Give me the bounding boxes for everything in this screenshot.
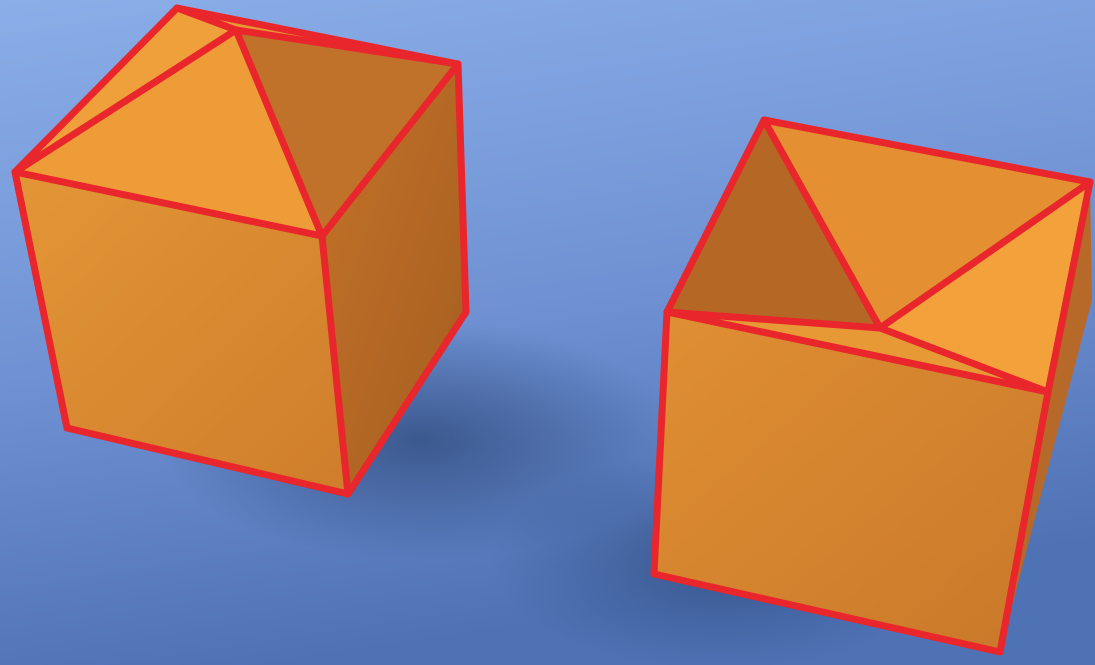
- two-cubes-diagram: [0, 0, 1095, 665]
